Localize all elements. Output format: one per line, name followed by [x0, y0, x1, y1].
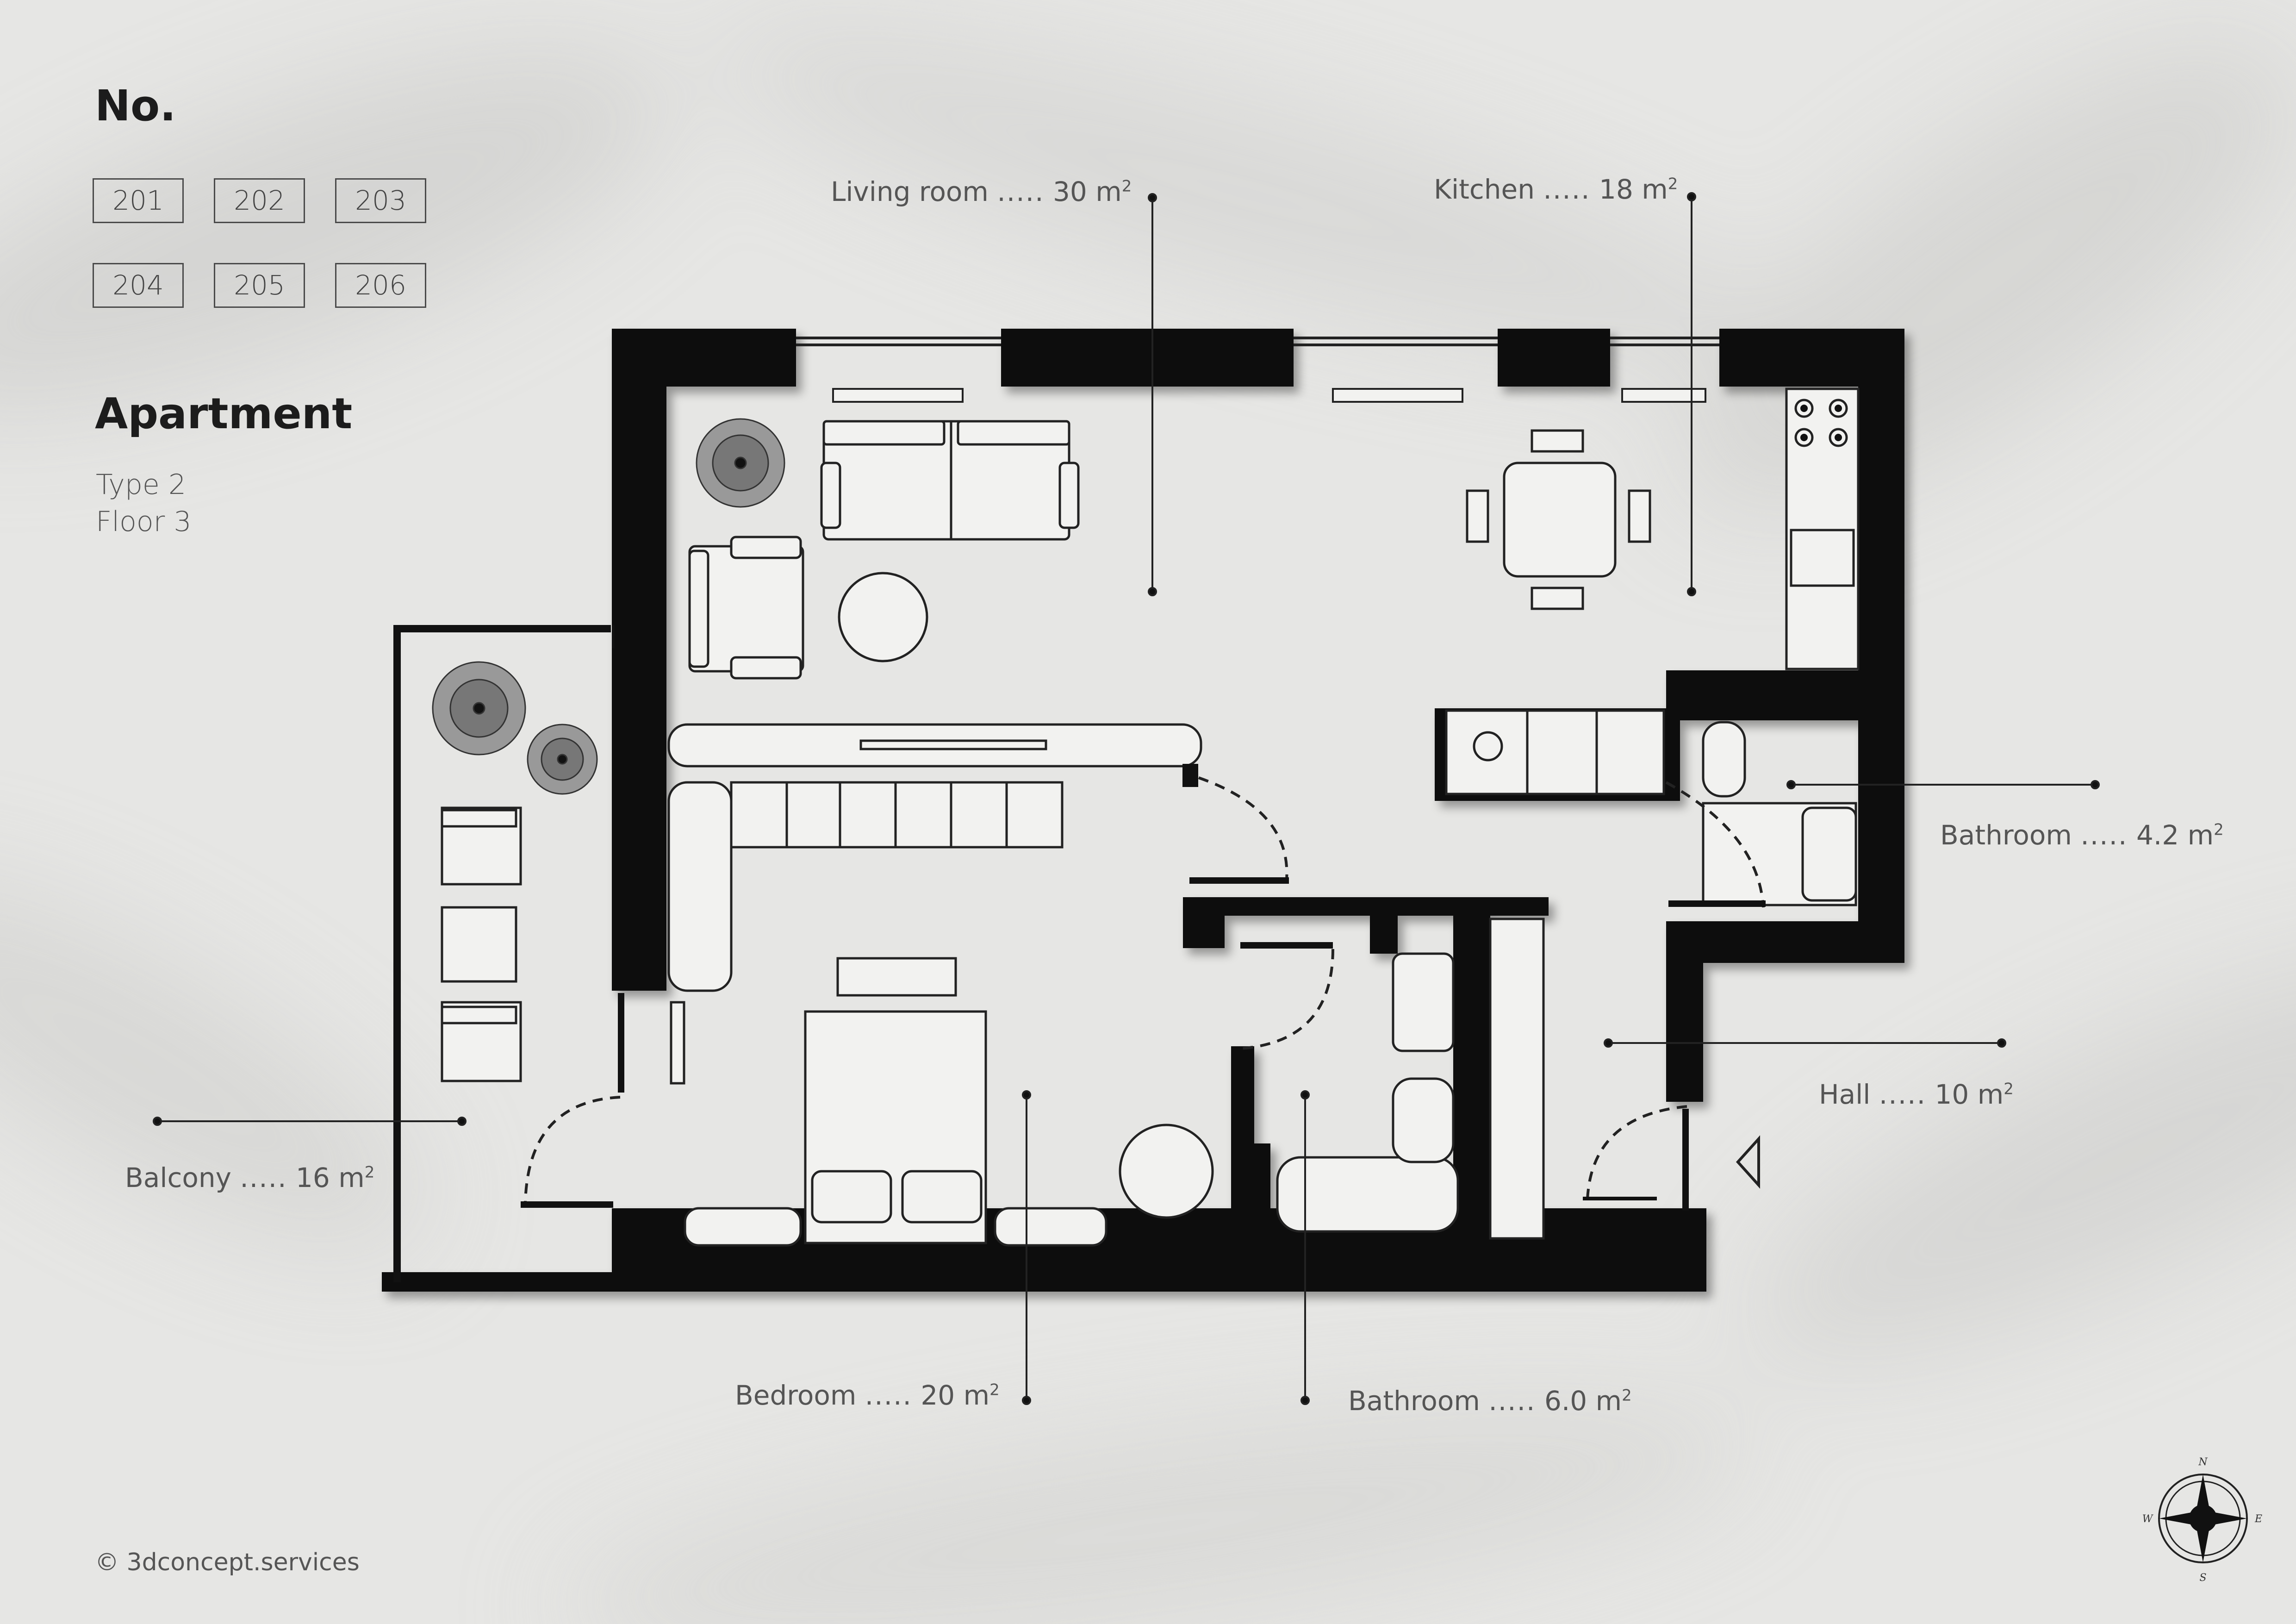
kitchen-label: Kitchen ..... 18 m2	[1434, 174, 1678, 205]
windows	[796, 337, 1719, 346]
unit-204-button[interactable]: 204	[93, 263, 184, 308]
apartment-floor: Floor 3	[96, 506, 192, 538]
copyright-footer: © 3dconcept.services	[95, 1549, 360, 1576]
unit-number-heading: No.	[95, 81, 176, 131]
door-frames	[521, 877, 1766, 1211]
unit-202-button[interactable]: 202	[214, 178, 305, 223]
unit-206-button[interactable]: 206	[335, 263, 426, 308]
bathroom-fixtures	[1276, 721, 1857, 1240]
apartment-title: Apartment	[95, 389, 353, 438]
living-furniture	[688, 420, 1080, 680]
apartment-type: Type 2	[96, 468, 187, 501]
kitchen-furniture	[1445, 387, 1860, 795]
unit-201-button[interactable]: 201	[93, 178, 184, 223]
balcony-furniture	[441, 806, 522, 1082]
unit-203-button[interactable]: 203	[335, 178, 426, 223]
door-swings	[524, 776, 1765, 1204]
balcony-label: Balcony ..... 16 m2	[125, 1162, 375, 1193]
bathroom-large-label: Bathroom ..... 6.0 m2	[1348, 1385, 1632, 1417]
entrance-arrow-icon	[1736, 1135, 1760, 1189]
balcony-rails	[393, 625, 615, 1282]
bedroom-furniture	[670, 957, 1214, 1247]
unit-selector: 201 202 203 204 205 206	[93, 178, 435, 312]
compass-icon: N S W E	[2142, 1456, 2262, 1583]
compass-west: W	[2142, 1513, 2154, 1525]
compass-north: N	[2198, 1456, 2208, 1468]
plant-icon	[432, 418, 785, 795]
compass-south: S	[2199, 1572, 2206, 1583]
radiators	[832, 388, 1706, 403]
partition	[667, 723, 1202, 992]
stove-burner-icon	[1800, 405, 1842, 441]
bedroom-label: Bedroom ..... 20 m2	[735, 1380, 1000, 1411]
leader-lines	[153, 192, 2100, 1405]
hall-label: Hall ..... 10 m2	[1819, 1079, 2014, 1110]
bathroom-small-label: Bathroom ..... 4.2 m2	[1940, 819, 2224, 851]
compass-east: E	[2254, 1513, 2262, 1525]
unit-205-button[interactable]: 205	[214, 263, 305, 308]
living-room-label: Living room ..... 30 m2	[831, 176, 1132, 207]
